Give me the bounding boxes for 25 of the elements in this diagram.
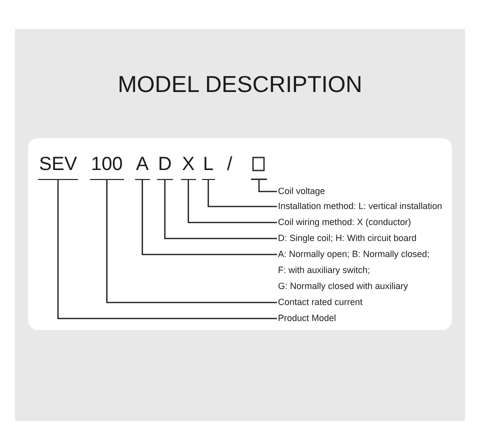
leader-line (164, 179, 277, 240)
description-text: Coil voltage (278, 183, 326, 199)
separator-text: / (227, 155, 232, 174)
leader-line (188, 179, 277, 224)
description-text: D: Single coil; H: With circuit board (278, 230, 417, 246)
description-text: A: Normally open; B: Normally closed; (278, 248, 430, 261)
code-segment: SEV (38, 155, 78, 180)
code-segment: 100 (90, 155, 124, 180)
description-text: Installation method: L: vertical installation (278, 198, 442, 214)
description-text: F: with auxiliary switch; (278, 264, 372, 277)
code-segment: L (202, 155, 215, 180)
description-text: G: Normally closed with auxiliary (278, 280, 410, 293)
underlined-square (251, 155, 267, 180)
leader-line (258, 179, 277, 192)
code-segment: X (181, 155, 196, 180)
description-text: Coil wiring method: X (conductor) (278, 214, 412, 230)
description-text: Product Model (278, 310, 336, 326)
description-text: Contact rated current (278, 294, 363, 310)
leader-line (106, 179, 277, 304)
title: MODEL DESCRIPTION (118, 73, 362, 96)
code-segment: D (157, 155, 173, 180)
code-segment: A (135, 155, 150, 180)
leader-line (57, 179, 277, 320)
leader-line (208, 179, 277, 208)
leader-line (142, 179, 277, 256)
